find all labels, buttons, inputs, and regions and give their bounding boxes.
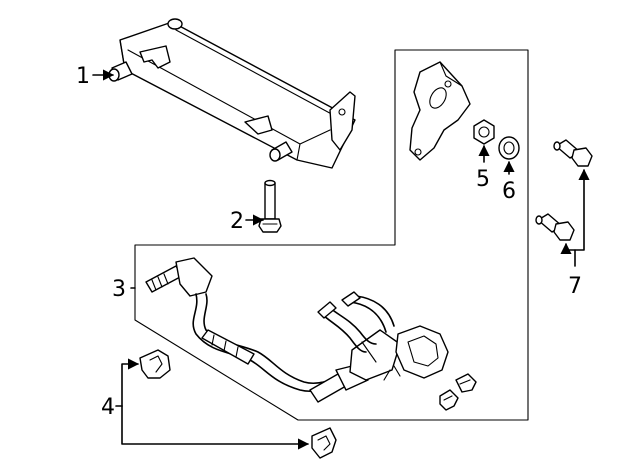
bolt-pair-part	[535, 139, 593, 241]
clip-part-lower	[311, 427, 337, 459]
washer-part	[498, 136, 520, 160]
assembly-boundary	[134, 49, 529, 421]
oil-cooler-part	[108, 18, 356, 169]
clip-pair-part	[439, 373, 477, 411]
bolt-part	[258, 179, 282, 233]
callout-4: 4	[101, 395, 115, 420]
cooler-line-assembly-part	[145, 257, 449, 403]
nut-part	[473, 119, 495, 145]
bracket-part	[409, 61, 471, 161]
leader-lines	[92, 69, 590, 450]
callout-7: 7	[568, 274, 582, 299]
callout-6: 6	[502, 179, 516, 204]
callout-5: 5	[476, 167, 490, 192]
callout-3: 3	[112, 277, 126, 302]
callout-2: 2	[230, 209, 244, 234]
clip-part-upper	[139, 349, 171, 379]
callout-1: 1	[76, 64, 90, 89]
